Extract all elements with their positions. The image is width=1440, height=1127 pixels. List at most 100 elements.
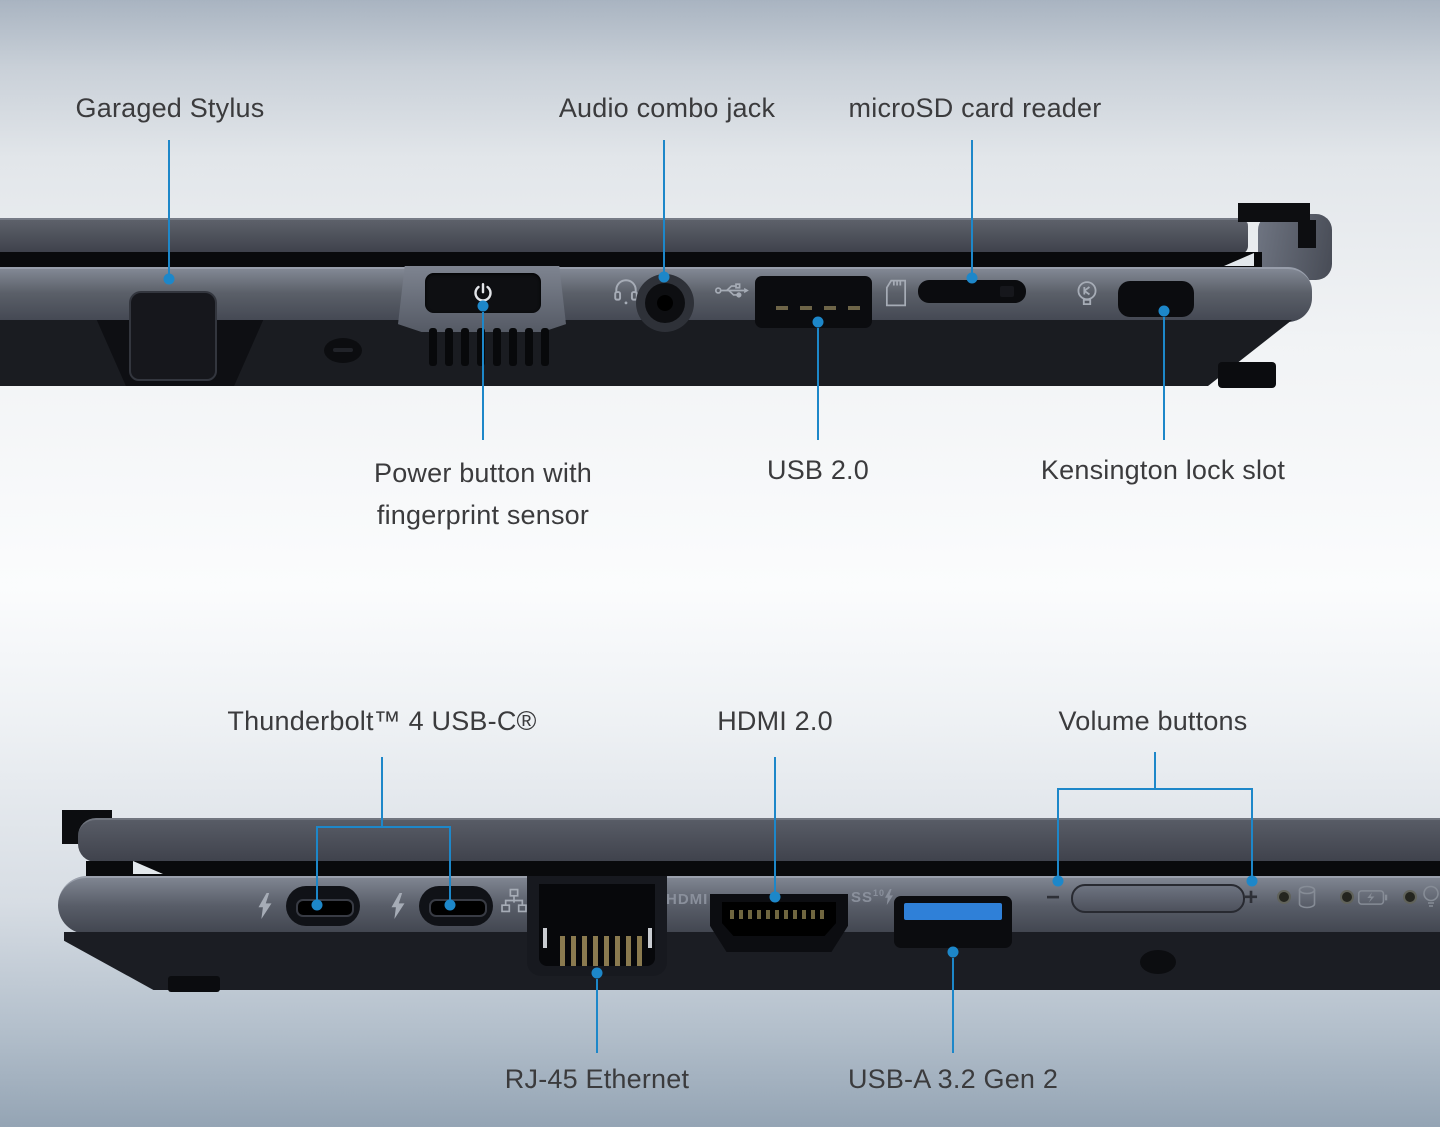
hdmi-pin bbox=[739, 910, 743, 919]
rj45-pin bbox=[615, 936, 620, 966]
vent-slat bbox=[541, 328, 549, 366]
callout-dot-usb-c-1 bbox=[311, 899, 323, 911]
usb-2-0-pin bbox=[848, 306, 860, 310]
label-rj45-ethernet: RJ-45 Ethernet bbox=[504, 1064, 690, 1094]
label-power-button-line2: fingerprint sensor bbox=[376, 500, 590, 530]
kensington-lock-slot-port bbox=[1118, 281, 1194, 317]
hdmi-port-cavity bbox=[722, 902, 836, 936]
rj45-side-clip bbox=[543, 928, 547, 948]
callout-line-hdmi bbox=[774, 757, 776, 892]
callout-dot-usb-c-2 bbox=[444, 899, 456, 911]
power-light-icon bbox=[1420, 883, 1440, 910]
audio-jack-hole bbox=[657, 295, 673, 311]
hinge-bracket-arm bbox=[1298, 220, 1316, 248]
callout-drop-thunderbolt-1 bbox=[316, 826, 318, 900]
callout-bar-thunderbolt bbox=[316, 826, 451, 828]
hdmi-pin bbox=[784, 910, 788, 919]
callout-dot-kensington bbox=[1158, 305, 1170, 317]
hdmi-pin bbox=[820, 910, 824, 919]
callout-line-usb-2-0 bbox=[817, 328, 819, 440]
label-garaged-stylus: Garaged Stylus bbox=[75, 93, 265, 123]
battery-charging-icon bbox=[1357, 888, 1388, 907]
callout-line-rj45 bbox=[596, 979, 598, 1053]
callout-drop-thunderbolt-2 bbox=[449, 826, 451, 900]
rj45-side-clip bbox=[648, 928, 652, 948]
power-led bbox=[1405, 892, 1415, 902]
hdmi-pin bbox=[802, 910, 806, 919]
callout-line-audio-jack bbox=[663, 140, 665, 272]
vent-slat bbox=[525, 328, 533, 366]
microsd-icon bbox=[884, 279, 908, 307]
thunderbolt-icon-1 bbox=[257, 893, 273, 919]
usb-2-0-pin bbox=[824, 306, 836, 310]
power-icon bbox=[471, 281, 495, 305]
label-usb-a-3-2: USB-A 3.2 Gen 2 bbox=[847, 1064, 1059, 1094]
callout-line-microsd bbox=[971, 140, 973, 273]
vent-slat bbox=[493, 328, 501, 366]
ss10-usb-icon: SS10 bbox=[851, 888, 886, 906]
kensington-icon bbox=[1074, 280, 1100, 310]
callout-dot-garaged-stylus bbox=[163, 273, 175, 285]
vent-slat bbox=[509, 328, 517, 366]
label-power-button: Power button with fingerprint sensor bbox=[374, 452, 592, 536]
callout-dot-rj45 bbox=[591, 967, 603, 979]
callout-stem-volume bbox=[1154, 752, 1156, 789]
battery-led bbox=[1342, 892, 1352, 902]
rj45-pin bbox=[637, 936, 642, 966]
callout-bar-volume bbox=[1057, 788, 1253, 790]
ethernet-icon bbox=[500, 888, 528, 913]
usb-c-port-2-slot bbox=[429, 899, 487, 917]
storage-led bbox=[1279, 892, 1289, 902]
label-usb-2-0: USB 2.0 bbox=[767, 455, 869, 485]
laptop-lid-edge bbox=[0, 218, 1248, 254]
laptop-lid-edge-2 bbox=[78, 818, 1440, 862]
lid-base-gap-2 bbox=[86, 861, 1440, 876]
label-microsd-card-reader: microSD card reader bbox=[848, 93, 1102, 123]
usb-2-0-pin bbox=[776, 306, 788, 310]
vent-slat bbox=[429, 328, 437, 366]
label-volume-buttons: Volume buttons bbox=[1058, 706, 1248, 736]
label-power-button-line1: Power button with bbox=[373, 458, 593, 488]
rj45-pin bbox=[560, 936, 565, 966]
hdmi-pin bbox=[793, 910, 797, 919]
rubber-foot bbox=[1218, 362, 1276, 388]
screw-slot bbox=[333, 348, 353, 352]
usb-2-0-pin bbox=[800, 306, 812, 310]
label-kensington-lock-slot: Kensington lock slot bbox=[1040, 455, 1286, 485]
microsd-card-slot bbox=[918, 280, 1026, 303]
ss10-bolt-icon bbox=[884, 889, 894, 905]
hdmi-pin bbox=[811, 910, 815, 919]
hdmi-pin bbox=[757, 910, 761, 919]
callout-line-usb-a bbox=[952, 958, 954, 1053]
hdmi-pin bbox=[748, 910, 752, 919]
callout-dot-volume-minus bbox=[1052, 875, 1064, 887]
callout-dot-audio-jack bbox=[658, 271, 670, 283]
callout-drop-volume-plus bbox=[1251, 788, 1253, 876]
label-hdmi-2-0: HDMI 2.0 bbox=[717, 706, 833, 736]
storage-led-icon bbox=[1297, 885, 1317, 909]
callout-dot-usb-a bbox=[947, 946, 959, 958]
callout-dot-microsd bbox=[966, 272, 978, 284]
screw-2 bbox=[1140, 950, 1176, 974]
hdmi-pin bbox=[775, 910, 779, 919]
usb-a-3-2-blue-tongue bbox=[904, 903, 1002, 920]
hinge-bracket-2-arm bbox=[62, 810, 80, 844]
rj45-pin bbox=[626, 936, 631, 966]
hdmi-pin bbox=[730, 910, 734, 919]
thunderbolt-icon-2 bbox=[390, 893, 406, 919]
label-thunderbolt: Thunderbolt™ 4 USB-C® bbox=[227, 706, 537, 736]
usb-c-port-1-slot bbox=[296, 899, 354, 917]
rj45-pin bbox=[604, 936, 609, 966]
label-audio-combo-jack: Audio combo jack bbox=[558, 93, 776, 123]
hdmi-pin bbox=[766, 910, 770, 919]
rj45-pin bbox=[571, 936, 576, 966]
callout-stem-thunderbolt bbox=[381, 757, 383, 827]
vent-slat bbox=[445, 328, 453, 366]
garaged-stylus-tab bbox=[129, 291, 217, 381]
volume-plus-mark: + bbox=[1244, 884, 1260, 911]
microsd-slot-inner bbox=[1000, 286, 1014, 297]
callout-dot-power-button bbox=[477, 300, 489, 312]
rj45-pin bbox=[582, 936, 587, 966]
hinge-bracket bbox=[1238, 203, 1310, 222]
